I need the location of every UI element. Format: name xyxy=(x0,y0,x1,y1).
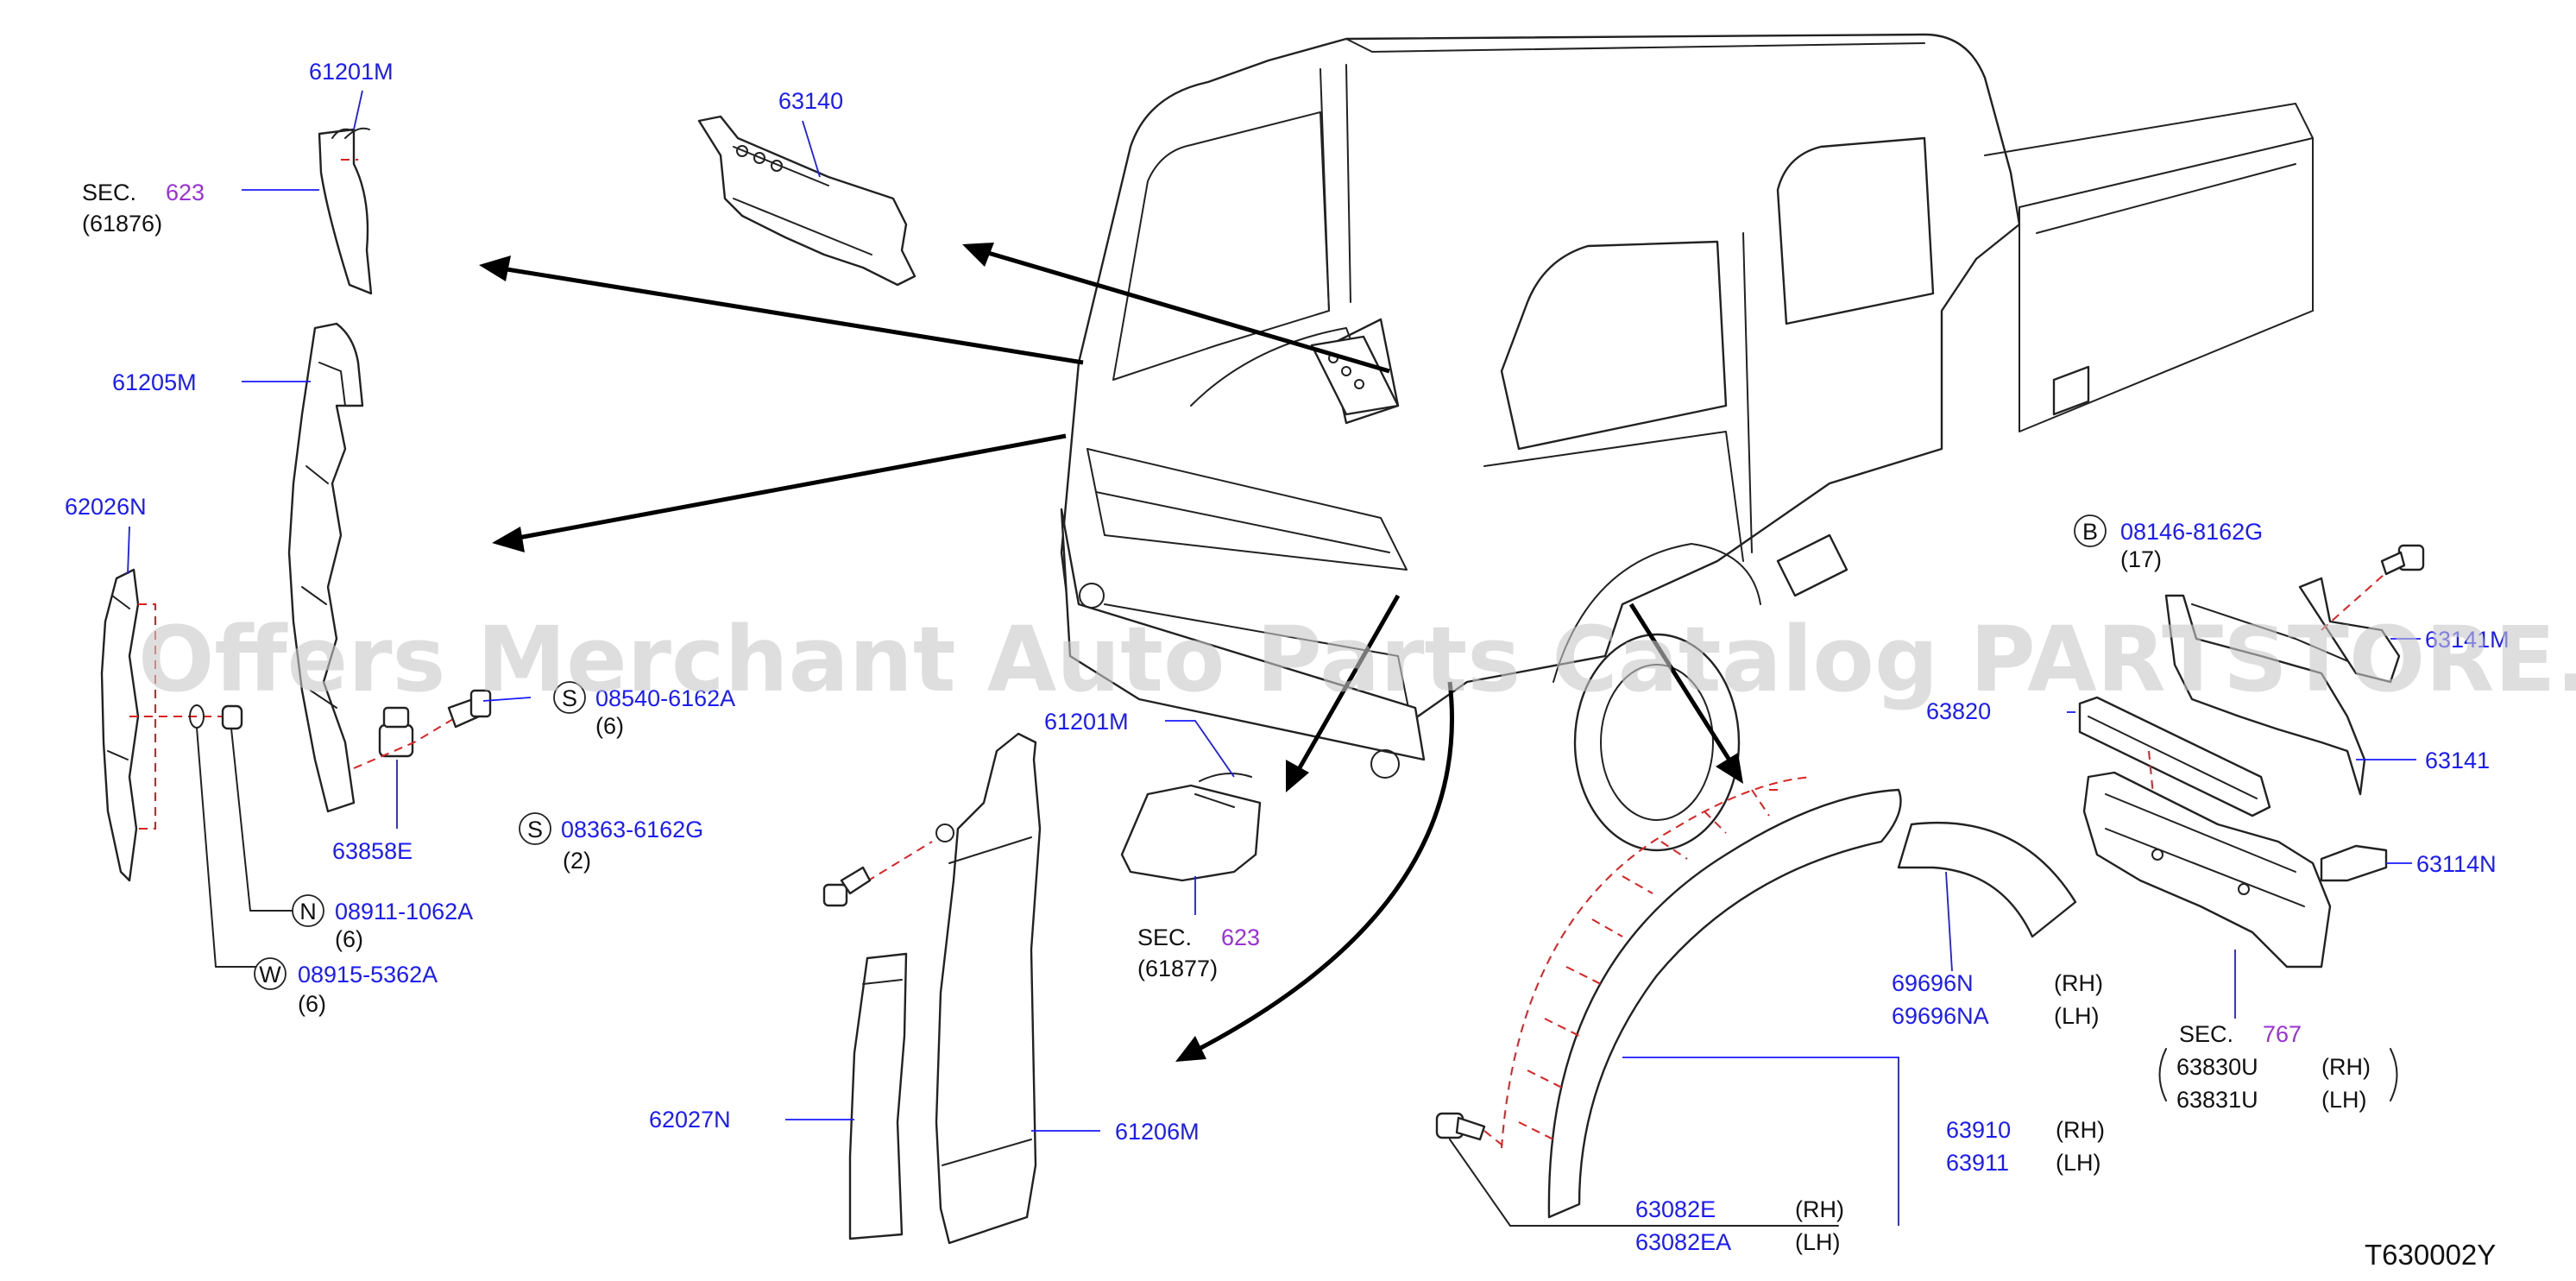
label-08915-qty: (6) xyxy=(298,991,326,1017)
direction-arrows xyxy=(479,243,1743,1062)
part-63141 xyxy=(2164,544,2425,796)
part-61205M xyxy=(287,322,364,813)
truck-cab-illustration xyxy=(1060,33,2314,852)
label-69696N-rh: (RH) xyxy=(2054,970,2103,996)
label-63831U-lh: (LH) xyxy=(2321,1087,2367,1113)
bracket-right xyxy=(2390,1048,2398,1101)
label-63082EA[interactable]: 63082EA xyxy=(1635,1229,1731,1255)
symbol-w: W xyxy=(259,962,281,988)
clip-63082E xyxy=(1435,1112,1839,1227)
symbol-b: B xyxy=(2082,519,2098,545)
part-63910 xyxy=(1501,776,1902,1219)
label-08911-qty: (6) xyxy=(335,926,363,952)
part-61201M-mid xyxy=(1120,773,1262,882)
label-63858E[interactable]: 63858E xyxy=(332,838,413,864)
diagram-code: T630002Y xyxy=(2365,1239,2496,1271)
symbol-s-2: S xyxy=(527,817,543,842)
label-63831U[interactable]: 63831U xyxy=(2176,1087,2258,1113)
bolt-08540 xyxy=(447,689,492,729)
label-61201M-mid[interactable]: 61201M xyxy=(1044,709,1129,735)
label-63082E-rh: (RH) xyxy=(1795,1196,1844,1222)
label-63141[interactable]: 63141 xyxy=(2425,748,2490,773)
part-61206M xyxy=(822,732,1042,1245)
label-sec767[interactable]: 767 xyxy=(2263,1021,2302,1047)
bracket-left xyxy=(2158,1048,2167,1101)
label-69696NA-lh: (LH) xyxy=(2054,1003,2100,1029)
label-63820[interactable]: 63820 xyxy=(1926,698,1991,724)
label-08363[interactable]: 08363-6162G xyxy=(561,817,703,842)
label-63910[interactable]: 63910 xyxy=(1946,1117,2011,1143)
symbol-circles: S S N W B xyxy=(254,514,2107,990)
label-08146-qty: (17) xyxy=(2120,546,2162,572)
label-08363-qty: (2) xyxy=(563,848,591,874)
part-63820 xyxy=(2078,696,2271,817)
leader-lines xyxy=(127,90,2421,1226)
label-63910-rh: (RH) xyxy=(2056,1117,2105,1143)
part-63140 xyxy=(697,115,916,287)
label-61877: (61877) xyxy=(1137,956,1218,981)
part-63830U xyxy=(2082,771,2332,969)
label-61206M[interactable]: 61206M xyxy=(1115,1119,1200,1145)
label-08915[interactable]: 08915-5362A xyxy=(298,962,438,988)
watermark-text: Offers Merchant Auto Parts Catalog PARTS… xyxy=(138,607,2576,712)
label-63114N[interactable]: 63114N xyxy=(2416,851,2497,877)
part-61201M-top xyxy=(318,127,373,295)
label-sec-top: SEC. xyxy=(82,180,136,205)
label-sec-767: SEC. xyxy=(2179,1021,2233,1047)
label-63141M[interactable]: 63141M xyxy=(2425,627,2510,653)
symbol-n: N xyxy=(299,899,317,924)
label-63830U-rh: (RH) xyxy=(2321,1054,2371,1080)
label-63911[interactable]: 63911 xyxy=(1946,1150,2009,1176)
label-08540-qty: (6) xyxy=(595,713,624,739)
label-62027N[interactable]: 62027N xyxy=(649,1107,731,1133)
label-sec-mid: SEC. xyxy=(1137,924,1192,950)
label-61205M[interactable]: 61205M xyxy=(112,369,197,395)
label-sec623-mid[interactable]: 623 xyxy=(1221,924,1260,950)
part-62027N xyxy=(848,952,908,1240)
label-63082EA-lh: (LH) xyxy=(1795,1229,1841,1255)
label-69696N[interactable]: 69696N xyxy=(1892,970,1974,996)
label-62026N[interactable]: 62026N xyxy=(65,494,147,520)
part-69696N xyxy=(1897,821,2077,938)
label-69696NA[interactable]: 69696NA xyxy=(1892,1003,1989,1029)
label-61876: (61876) xyxy=(82,211,162,237)
label-61201M-top[interactable]: 61201M xyxy=(309,59,394,85)
label-sec623-top[interactable]: 623 xyxy=(166,180,205,205)
label-08911[interactable]: 08911-1062A xyxy=(335,899,473,924)
label-08540[interactable]: 08540-6162A xyxy=(595,685,735,711)
label-63911-lh: (LH) xyxy=(2056,1150,2101,1176)
clip-63858E xyxy=(353,706,458,769)
label-63082E[interactable]: 63082E xyxy=(1635,1196,1716,1222)
part-63114N xyxy=(2320,844,2388,882)
fastener-washers xyxy=(189,704,294,968)
label-63140[interactable]: 63140 xyxy=(778,88,843,114)
symbol-s-1: S xyxy=(562,685,577,711)
label-63830U[interactable]: 63830U xyxy=(2176,1054,2258,1080)
callout-labels: 61201M SEC. 623 (61876) 63140 61205M 620… xyxy=(65,59,2510,1255)
label-08146[interactable]: 08146-8162G xyxy=(2120,519,2263,545)
part-62026N xyxy=(100,568,224,882)
